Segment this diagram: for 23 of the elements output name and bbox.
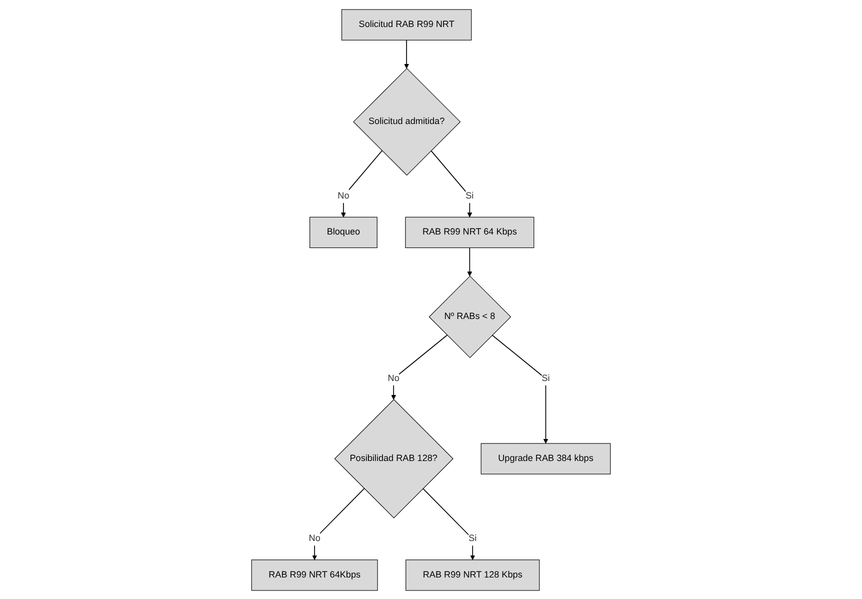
edge-label: Si (466, 190, 474, 200)
node-box: RAB R99 NRT 128 Kbps (406, 559, 540, 590)
edge-label: Si (468, 533, 477, 543)
node-box: Bloqueo (310, 216, 378, 248)
arrow (467, 246, 472, 276)
arrow (391, 334, 448, 400)
node-diamond: Posibilidad RAB 128? (334, 398, 454, 518)
arrow (492, 334, 548, 444)
edge-label: Si (542, 373, 550, 383)
arrow (404, 39, 410, 68)
arrow (430, 150, 472, 217)
edge-label: No (338, 190, 350, 200)
edge-label: No (308, 533, 320, 543)
node-box: RAB R99 NRT 64 Kbps (405, 216, 534, 248)
arrow (340, 150, 382, 217)
arrow (422, 488, 476, 560)
node-box: RAB R99 NRT 64Kbps (251, 559, 378, 590)
node-box: Solicitud RAB R99 NRT (341, 8, 472, 40)
node-diamond: Nº RABs < 8 (428, 275, 512, 358)
node-diamond: Solicitud admitida? (353, 68, 461, 176)
node-box: Upgrade RAB 384 kbps (480, 442, 611, 474)
arrow (312, 488, 365, 560)
edge-label: No (388, 373, 400, 383)
